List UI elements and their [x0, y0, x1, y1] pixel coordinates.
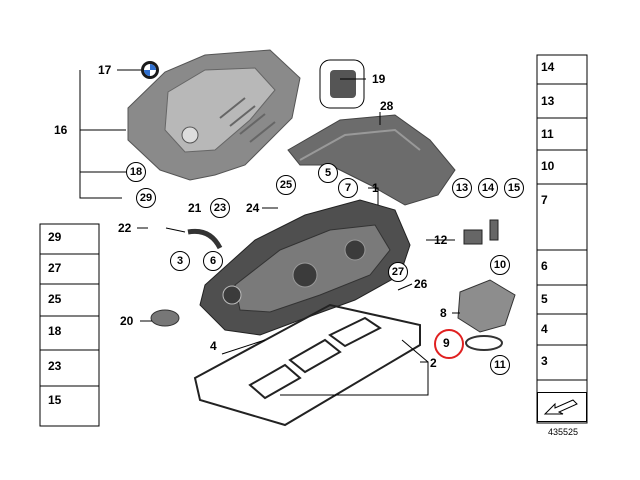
callout-12: 12	[434, 233, 448, 247]
right-panel-10: 10	[541, 159, 555, 173]
callout-26: 26	[414, 277, 428, 291]
callout-25: 25	[276, 175, 296, 195]
right-panel-3: 3	[541, 354, 548, 368]
callout-27: 27	[388, 262, 408, 282]
callout-6: 6	[203, 251, 223, 271]
callout-11: 11	[490, 355, 510, 375]
callout-15: 15	[504, 178, 524, 198]
right-panel-6: 6	[541, 259, 548, 273]
left-panel-15: 15	[48, 393, 62, 407]
callout-23: 23	[210, 198, 230, 218]
callout-1: 1	[372, 181, 379, 195]
callout-13: 13	[452, 178, 472, 198]
callout-5: 5	[318, 163, 338, 183]
callout-29: 29	[136, 188, 156, 208]
left-panel-27: 27	[48, 261, 62, 275]
callout-21: 21	[188, 201, 202, 215]
highlight-ring	[434, 329, 464, 359]
callout-19: 19	[372, 72, 386, 86]
callout-8: 8	[440, 306, 447, 320]
right-panel-5: 5	[541, 292, 548, 306]
callout-14: 14	[478, 178, 498, 198]
arrow-key-icon	[537, 392, 587, 422]
callout-3: 3	[170, 251, 190, 271]
right-panel-4: 4	[541, 322, 548, 336]
callout-16: 16	[54, 123, 68, 137]
callout-22: 22	[118, 221, 132, 235]
right-panel-14: 14	[541, 60, 555, 74]
left-panel-23: 23	[48, 359, 62, 373]
left-panel-29: 29	[48, 230, 62, 244]
left-panel-18: 18	[48, 324, 62, 338]
right-panel-13: 13	[541, 94, 555, 108]
left-panel-25: 25	[48, 292, 62, 306]
callout-28: 28	[380, 99, 394, 113]
reference-number: 435525	[548, 427, 579, 437]
callout-2: 2	[430, 356, 437, 370]
callout-10: 10	[490, 255, 510, 275]
callout-7: 7	[338, 178, 358, 198]
right-panel-11: 11	[541, 127, 554, 141]
callout-20: 20	[120, 314, 134, 328]
right-panel-7: 7	[541, 193, 548, 207]
callout-17: 17	[98, 63, 112, 77]
callout-18: 18	[126, 162, 146, 182]
callout-24: 24	[246, 201, 260, 215]
callout-4: 4	[210, 339, 217, 353]
